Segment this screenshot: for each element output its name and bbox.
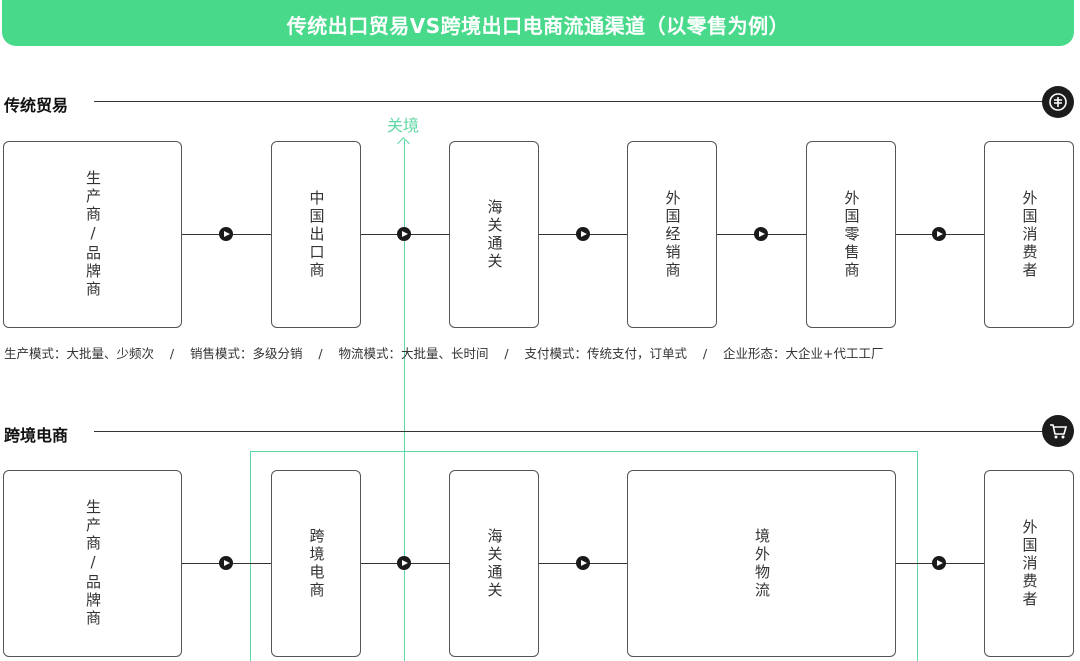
box-label: 外国零售商 [842,189,861,280]
arrow-right-icon [932,556,946,570]
box-foreign-distributor: 外国经销商 [627,141,717,328]
platform-frame-left [250,451,251,661]
title-banner: 传统出口贸易VS跨境出口电商流通渠道（以零售为例） [2,0,1074,46]
platform-frame-right [917,451,918,661]
box-label: 生产商/品牌商 [84,499,102,628]
box-label: 海关通关 [485,527,504,600]
box-foreign-consumer: 外国消费者 [984,470,1074,657]
section-title-traditional: 传统贸易 [4,96,69,115]
box-label: 外国经销商 [663,189,682,280]
arrow-right-icon [397,556,411,570]
box-label: 中国出口商 [307,189,326,280]
box-label: 外国消费者 [1020,189,1039,280]
traditional-footnote: 生产模式：大批量、少频次 / 销售模式：多级分销 / 物流模式：大批量、长时间 … [4,346,884,361]
customs-label: 关境 [387,116,420,135]
box-producer: 生产商/品牌商 [3,470,182,657]
platform-frame-top [250,451,918,452]
box-producer: 生产商/品牌商 [3,141,182,328]
box-label: 跨境电商 [307,527,326,600]
arrow-right-icon [754,227,768,241]
box-crossborder-ecommerce: 跨境电商 [271,470,361,657]
box-foreign-consumer: 外国消费者 [984,141,1074,328]
box-label: 境外物流 [753,527,771,600]
section-title-crossborder: 跨境电商 [4,426,69,445]
box-overseas-logistics: 境外物流 [627,470,896,657]
shopping-cart-icon [1042,415,1074,447]
customs-line [404,140,405,661]
arrow-right-icon [219,556,233,570]
arrow-right-icon [576,227,590,241]
arrow-right-icon [576,556,590,570]
box-label: 海关通关 [485,198,504,271]
arrow-right-icon [219,227,233,241]
arrow-right-icon [932,227,946,241]
box-china-exporter: 中国出口商 [271,141,361,328]
arrow-right-icon [397,227,411,241]
box-label: 外国消费者 [1020,518,1039,609]
box-label: 生产商/品牌商 [84,170,102,299]
currency-icon [1042,86,1074,118]
box-foreign-retailer: 外国零售商 [806,141,896,328]
box-customs: 海关通关 [449,470,539,657]
section-line-crossborder [94,431,1044,432]
box-customs: 海关通关 [449,141,539,328]
banner-title: 传统出口贸易VS跨境出口电商流通渠道（以零售为例） [286,14,790,38]
section-line-traditional [94,101,1044,102]
